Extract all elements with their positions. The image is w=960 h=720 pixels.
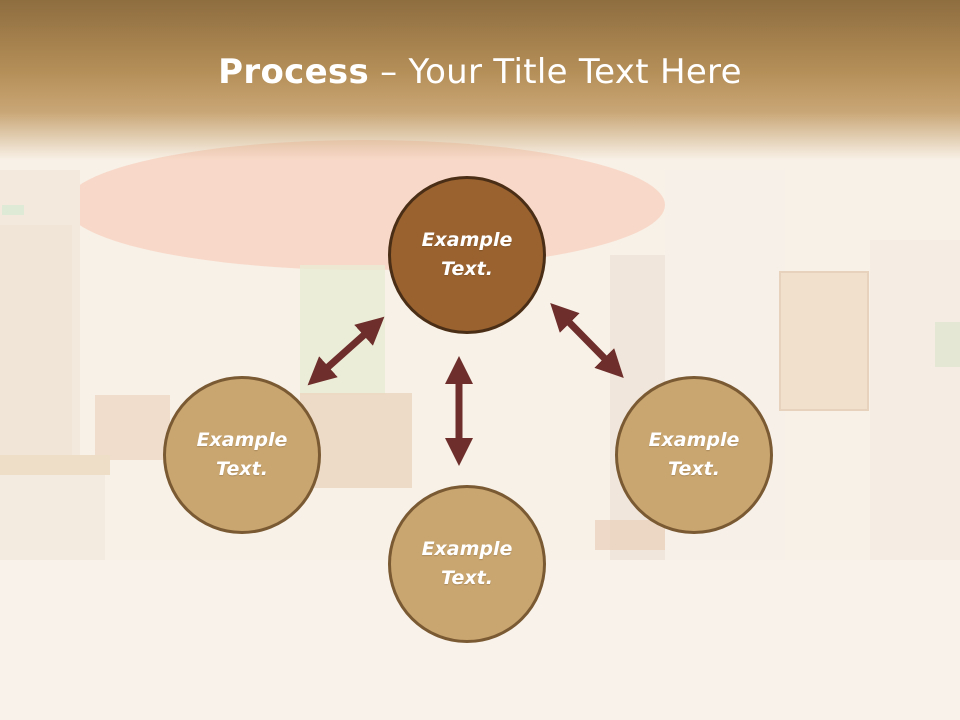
process-node-left: Example Text. <box>163 376 321 534</box>
title-rest: – Your Title Text Here <box>369 52 742 92</box>
node-bottom-label: Example Text. <box>421 538 513 589</box>
process-node-top: Example Text. <box>388 176 546 334</box>
slide-title: Process – Your Title Text Here <box>0 52 960 92</box>
header-band <box>0 0 960 160</box>
node-left-label: Example Text. <box>196 429 288 480</box>
title-bold: Process <box>218 52 370 92</box>
process-node-bottom: Example Text. <box>388 485 546 643</box>
node-right-label: Example Text. <box>648 429 740 480</box>
process-node-right: Example Text. <box>615 376 773 534</box>
node-top-label: Example Text. <box>421 229 513 280</box>
